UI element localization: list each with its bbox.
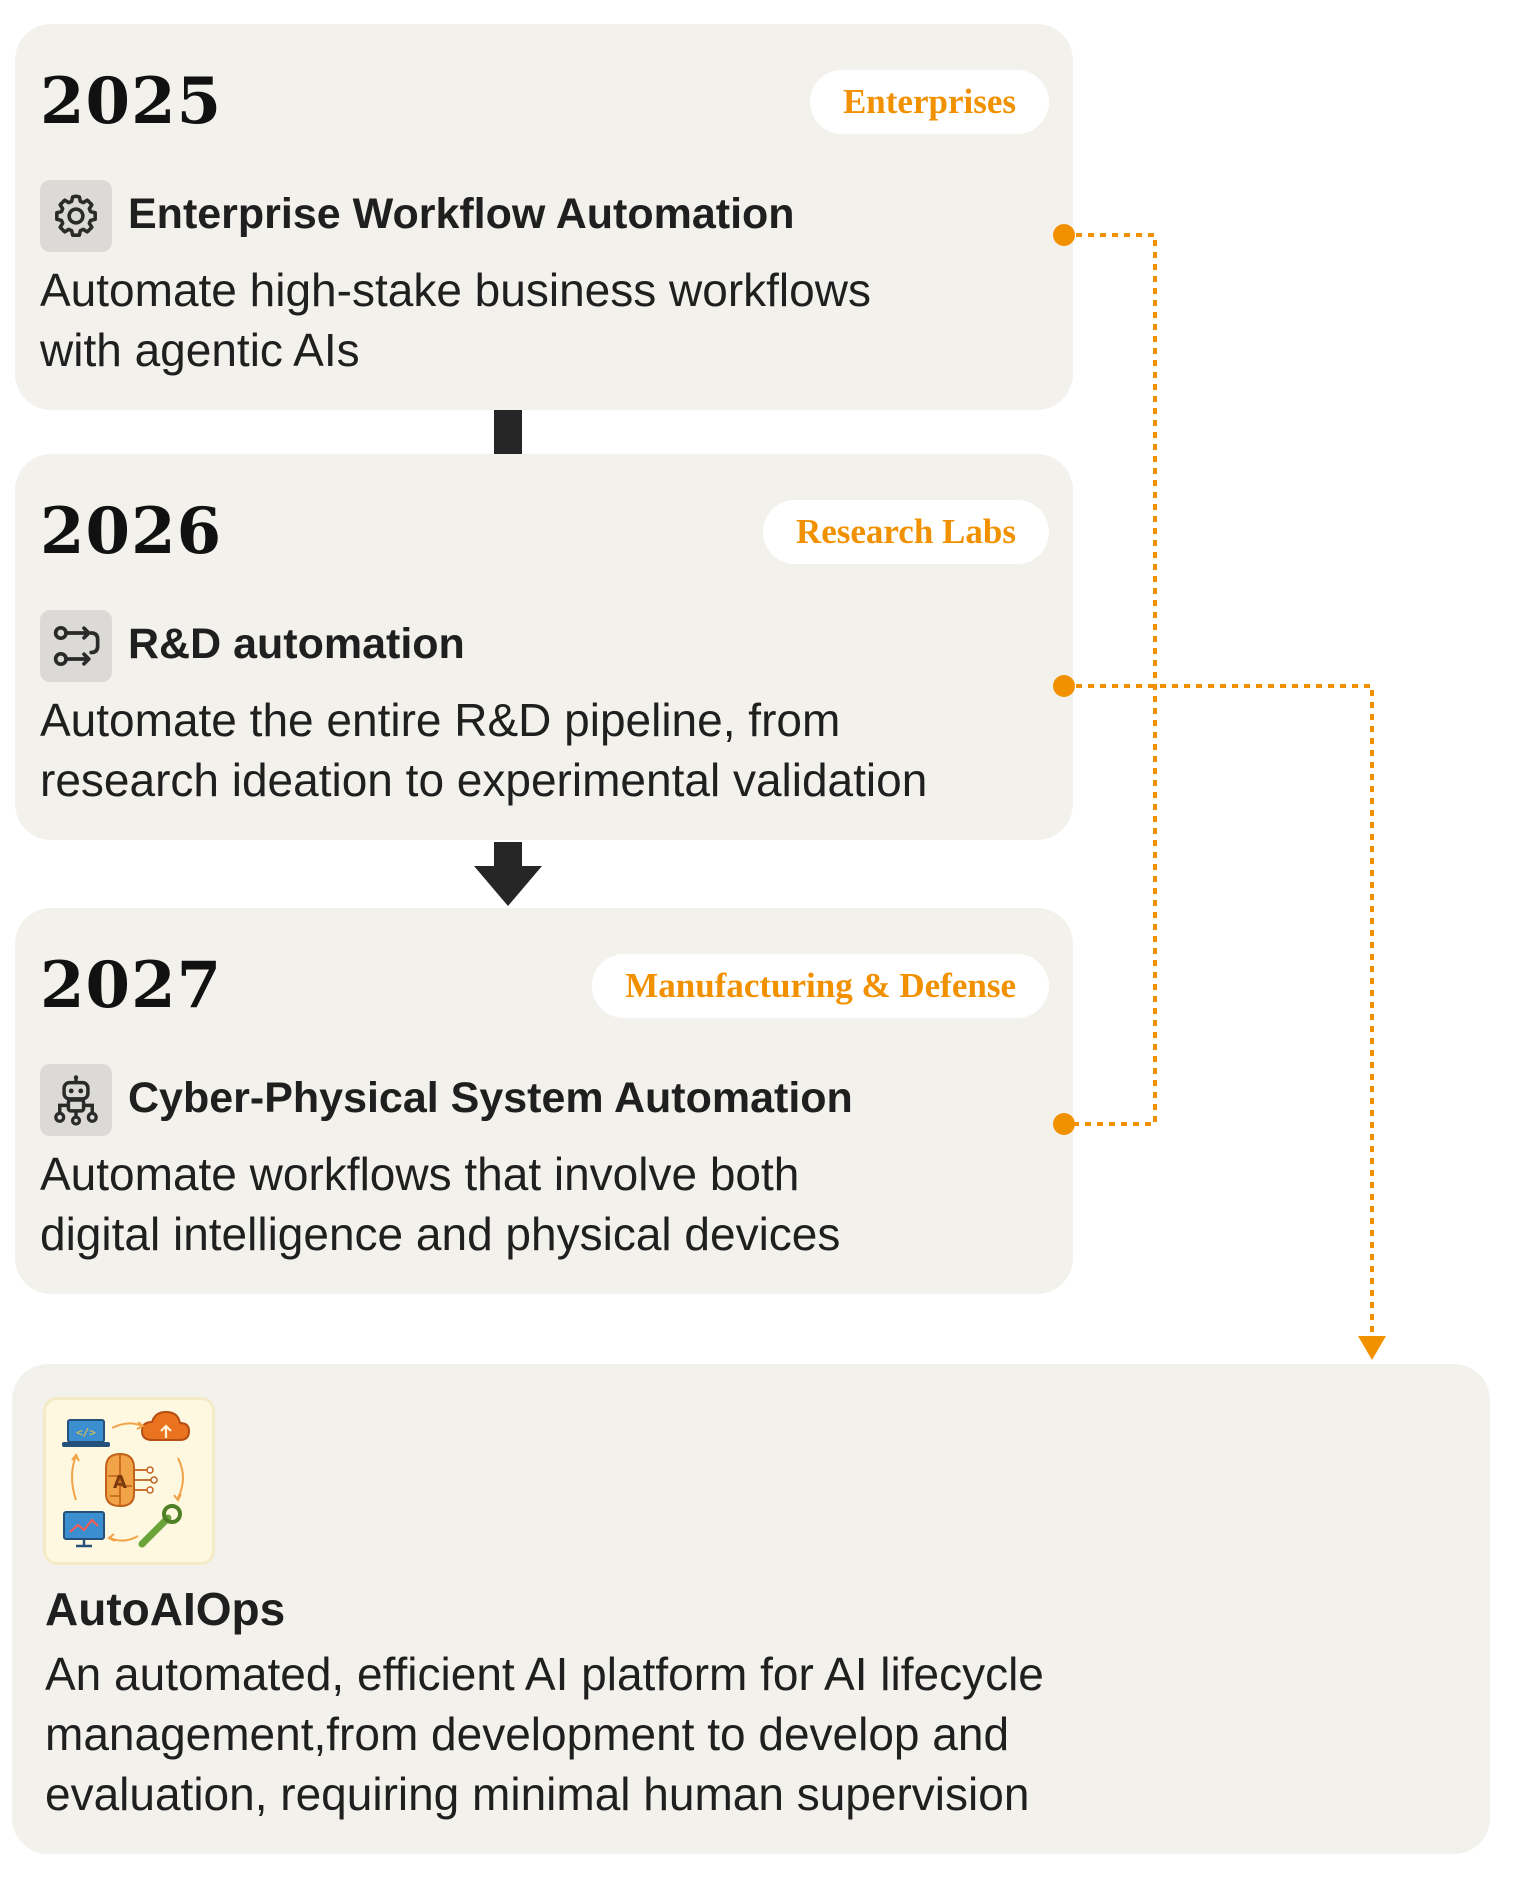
- milestone-title: Enterprise Workflow Automation: [128, 190, 795, 238]
- description-line: Automate high-stake business workflows: [40, 264, 871, 316]
- link-dot-2027: [1053, 1113, 1075, 1135]
- timeline-arrow: [474, 842, 542, 906]
- description-line: digital intelligence and physical device…: [40, 1208, 841, 1260]
- milestone-year: 2025: [40, 64, 223, 139]
- description-line: management,from development to develop a…: [45, 1708, 1010, 1760]
- audience-badge: Research Labs: [762, 500, 1049, 564]
- milestone-card-2026: 2026 Research Labs R&D automation Automa…: [15, 454, 1073, 840]
- description-line: research ideation to experimental valida…: [40, 754, 928, 806]
- milestone-description: Automate high-stake business workflows w…: [40, 260, 1060, 380]
- milestone-title: Cyber-Physical System Automation: [128, 1074, 853, 1122]
- description-line: evaluation, requiring minimal human supe…: [45, 1768, 1030, 1820]
- ai-lifecycle-icon: </> A: [43, 1397, 215, 1565]
- svg-text:</>: </>: [76, 1426, 96, 1439]
- description-line: Automate workflows that involve both: [40, 1148, 800, 1200]
- platform-description: An automated, efficient AI platform for …: [45, 1644, 1044, 1824]
- milestone-description: Automate the entire R&D pipeline, from r…: [40, 690, 1060, 810]
- milestone-year: 2026: [40, 494, 223, 569]
- timeline-connector: [494, 410, 522, 454]
- link-arrowhead: [1358, 1336, 1386, 1360]
- milestone-card-2027: 2027 Manufacturing & Defense Cyber-Physi…: [15, 908, 1073, 1294]
- svg-text:A: A: [113, 1472, 127, 1493]
- description-line: with agentic AIs: [40, 324, 360, 376]
- audience-badge: Manufacturing & Defense: [592, 954, 1049, 1018]
- description-line: Automate the entire R&D pipeline, from: [40, 694, 841, 746]
- robot-icon: [40, 1064, 112, 1136]
- description-line: An automated, efficient AI platform for …: [45, 1648, 1044, 1700]
- milestone-year: 2027: [40, 948, 223, 1023]
- platform-title: AutoAIOps: [45, 1583, 286, 1635]
- milestone-description: Automate workflows that involve both dig…: [40, 1144, 1060, 1264]
- link-2025: [1064, 233, 1157, 1126]
- link-dot-2025: [1053, 224, 1075, 246]
- platform-card: </> A: [12, 1364, 1490, 1854]
- milestone-title: R&D automation: [128, 620, 465, 668]
- link-dot-2026: [1053, 675, 1075, 697]
- audience-badge: Enterprises: [809, 70, 1049, 134]
- link-2026: [1064, 684, 1374, 1338]
- milestone-card-2025: 2025 Enterprises Enterprise Workflow Aut…: [15, 24, 1073, 410]
- pipeline-icon: [40, 610, 112, 682]
- gear-icon: [40, 180, 112, 252]
